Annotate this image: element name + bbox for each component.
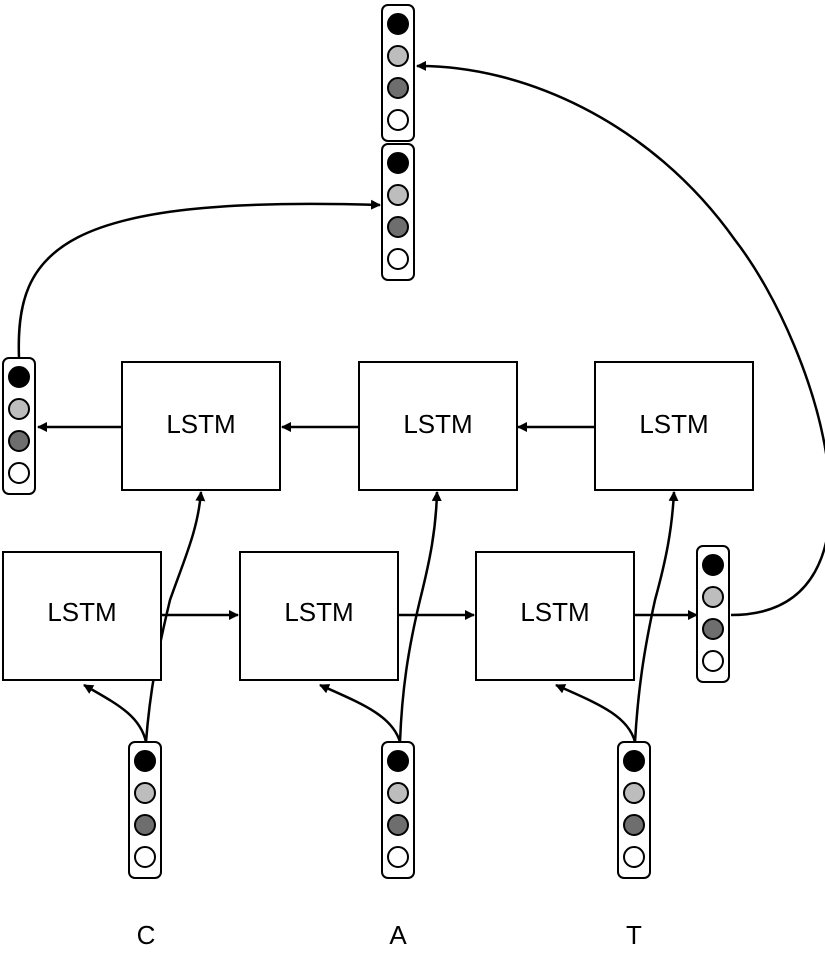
vector-dot-1 bbox=[8, 366, 30, 388]
edge-backward-output-to-concat bbox=[17, 199, 381, 359]
vector-frame bbox=[617, 741, 651, 879]
edge-c-to-backward-1 bbox=[144, 491, 206, 743]
vector-dot-4 bbox=[8, 462, 30, 484]
vector-dot-1 bbox=[623, 750, 645, 772]
vector-frame bbox=[2, 357, 36, 495]
lstm-label: LSTM bbox=[403, 409, 472, 439]
backward-lstm-3: LSTM bbox=[594, 361, 754, 491]
vector-dot-1 bbox=[702, 554, 724, 576]
vector-frame bbox=[128, 741, 162, 879]
input-letters: C A T bbox=[137, 920, 642, 950]
edge-a-to-backward-2 bbox=[398, 491, 442, 743]
vector-frame bbox=[381, 143, 415, 281]
edge-forward-output-to-concat bbox=[416, 60, 825, 617]
vectors bbox=[2, 4, 730, 879]
vector-frame bbox=[381, 4, 415, 142]
vector-dot-4 bbox=[702, 650, 724, 672]
input-vector-c bbox=[128, 741, 162, 879]
vector-dot-4 bbox=[387, 846, 409, 868]
vector-dot-2 bbox=[387, 782, 409, 804]
forward-lstm-layer: LSTM LSTM LSTM bbox=[2, 551, 635, 681]
vector-dot-4 bbox=[623, 846, 645, 868]
forward-lstm-3: LSTM bbox=[475, 551, 635, 681]
vector-frame bbox=[381, 741, 415, 879]
backward-output-vector bbox=[2, 357, 36, 495]
vector-dot-3 bbox=[8, 430, 30, 452]
edges bbox=[17, 60, 825, 743]
vector-dot-2 bbox=[134, 782, 156, 804]
vector-dot-3 bbox=[702, 618, 724, 640]
backward-lstm-1: LSTM bbox=[121, 361, 281, 491]
input-vector-a bbox=[381, 741, 415, 879]
edge-c-to-forward-1 bbox=[83, 683, 148, 743]
vector-dot-3 bbox=[387, 814, 409, 836]
edge-t-to-backward-3 bbox=[633, 491, 679, 743]
input-letter-c: C bbox=[137, 920, 156, 950]
vector-dot-3 bbox=[134, 814, 156, 836]
lstm-label: LSTM bbox=[284, 597, 353, 627]
edge-a-to-forward-2 bbox=[319, 683, 402, 743]
input-letter-a: A bbox=[389, 920, 407, 950]
vector-dot-1 bbox=[387, 13, 409, 35]
backward-lstm-2: LSTM bbox=[358, 361, 518, 491]
vector-dot-4 bbox=[387, 109, 409, 131]
lstm-label: LSTM bbox=[639, 409, 708, 439]
lstm-label: LSTM bbox=[520, 597, 589, 627]
vector-frame bbox=[696, 545, 730, 683]
vector-dot-2 bbox=[623, 782, 645, 804]
forward-output-vector bbox=[696, 545, 730, 683]
concat-top-vector bbox=[381, 4, 415, 142]
edge-t-to-forward-3 bbox=[555, 683, 637, 743]
forward-lstm-1: LSTM bbox=[2, 551, 162, 681]
lstm-label: LSTM bbox=[166, 409, 235, 439]
vector-dot-4 bbox=[387, 248, 409, 270]
vector-dot-2 bbox=[387, 184, 409, 206]
vector-dot-3 bbox=[387, 77, 409, 99]
vector-dot-3 bbox=[387, 216, 409, 238]
input-vector-t bbox=[617, 741, 651, 879]
vector-dot-4 bbox=[134, 846, 156, 868]
vector-dot-1 bbox=[387, 152, 409, 174]
vector-dot-2 bbox=[702, 586, 724, 608]
concat-bottom-vector bbox=[381, 143, 415, 281]
forward-lstm-2: LSTM bbox=[239, 551, 399, 681]
backward-lstm-layer: LSTM LSTM LSTM bbox=[121, 361, 754, 491]
vector-dot-2 bbox=[8, 398, 30, 420]
vector-dot-3 bbox=[623, 814, 645, 836]
input-letter-t: T bbox=[626, 920, 642, 950]
vector-dot-2 bbox=[387, 45, 409, 67]
lstm-label: LSTM bbox=[47, 597, 116, 627]
vector-dot-1 bbox=[387, 750, 409, 772]
vector-dot-1 bbox=[134, 750, 156, 772]
